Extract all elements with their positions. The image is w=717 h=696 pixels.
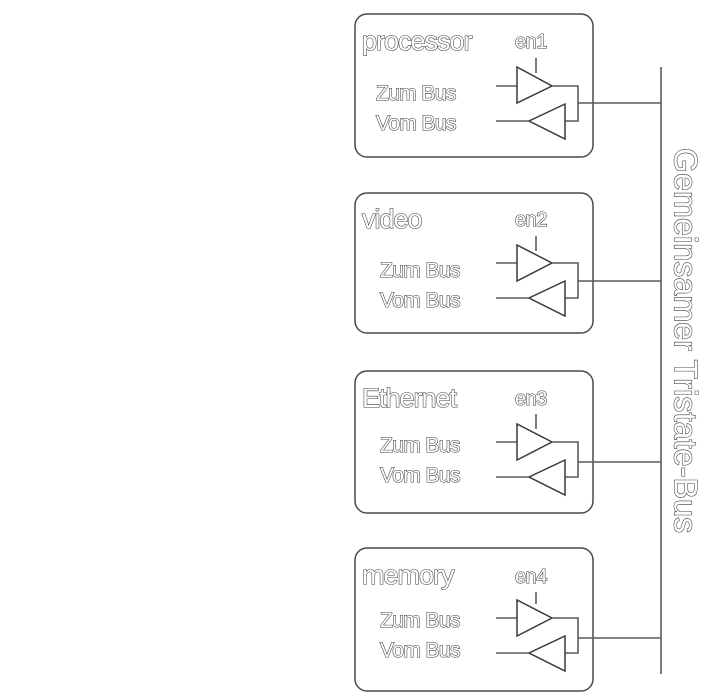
input-buffer-icon — [527, 458, 566, 497]
input-buffer-icon — [527, 634, 566, 673]
enable-label: en3 — [515, 388, 547, 410]
from-bus-label: Vom Bus — [380, 289, 460, 312]
module-title: video — [362, 204, 422, 234]
module-title: memory — [362, 560, 455, 590]
output-buffer-icon — [516, 243, 554, 283]
enable-label: en1 — [515, 31, 547, 53]
input-buffer-icon — [527, 102, 566, 141]
loopback-wire — [552, 617, 579, 654]
output-buffer-icon — [516, 422, 554, 462]
input-buffer-icon — [527, 279, 566, 318]
module-processor: processor en1 Zum Bus Vom Bus — [354, 13, 661, 158]
module-memory: memory en4 Zum Bus Vom Bus — [354, 547, 661, 692]
from-bus-label: Vom Bus — [376, 112, 456, 135]
bus-label: Gemeinsamer Tristate-Bus — [668, 148, 704, 533]
module-video: video en2 Zum Bus Vom Bus — [354, 192, 661, 334]
loopback-wire — [552, 441, 579, 478]
output-buffer-icon — [516, 598, 554, 638]
to-bus-label: Zum Bus — [380, 259, 460, 282]
from-bus-label: Vom Bus — [380, 639, 460, 662]
module-title: processor — [362, 26, 473, 56]
enable-label: en4 — [515, 566, 547, 588]
to-bus-label: Zum Bus — [380, 609, 460, 632]
module-title: Ethernet — [362, 383, 458, 413]
from-bus-label: Vom Bus — [380, 464, 460, 487]
module-ethernet: Ethernet en3 Zum Bus Vom Bus — [354, 370, 661, 514]
to-bus-label: Zum Bus — [376, 82, 456, 105]
to-bus-label: Zum Bus — [380, 434, 460, 457]
enable-label: en2 — [515, 209, 547, 231]
output-buffer-icon — [516, 65, 554, 105]
